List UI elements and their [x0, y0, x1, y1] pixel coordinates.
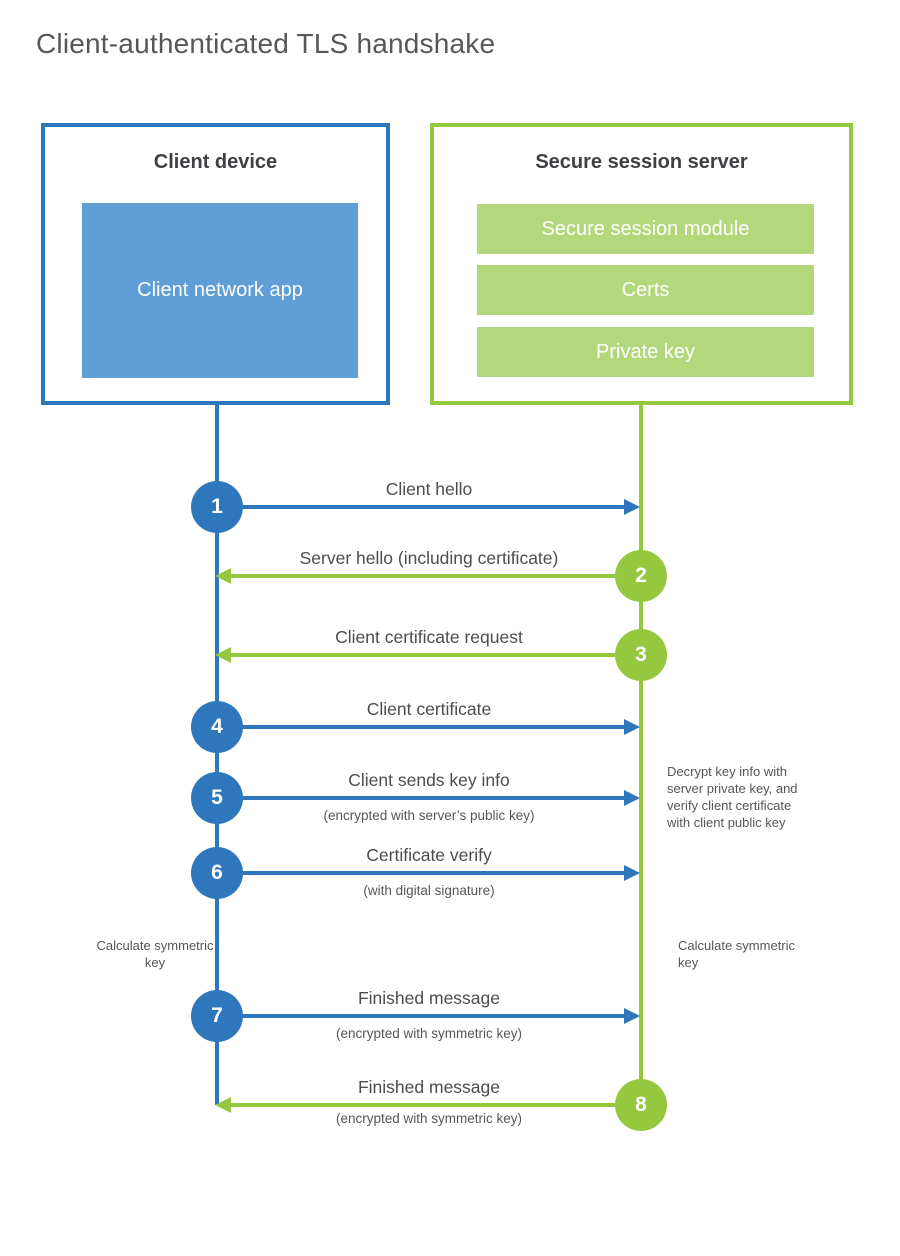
- message-label: Certificate verify: [366, 845, 492, 865]
- message-arrow-line: [231, 574, 641, 578]
- message-arrow-line: [217, 871, 624, 875]
- message-arrow-line: [217, 796, 624, 800]
- message-sublabel: (encrypted with server’s public key): [323, 808, 535, 823]
- client-calculate-key-note: Calculate symmetric key: [96, 938, 214, 970]
- message-label: Finished message: [357, 1077, 501, 1097]
- message-arrow-line: [217, 505, 624, 509]
- message-label: Client certificate request: [335, 627, 523, 647]
- server-module-bar: Secure session module: [477, 204, 814, 254]
- step-number-badge: 8: [615, 1079, 667, 1131]
- message-arrow-line: [217, 1014, 624, 1018]
- page-title: Client-authenticated TLS handshake: [36, 28, 496, 59]
- client-lifeline: [215, 405, 219, 1105]
- step-number-badge: 3: [615, 629, 667, 681]
- server-decrypt-note: Decrypt key info with server private key…: [667, 763, 847, 831]
- arrowhead-right-icon: [624, 719, 640, 735]
- arrowhead-left-icon: [215, 568, 231, 584]
- message-label: Finished message: [357, 988, 501, 1008]
- note-line: verify client certificate: [667, 798, 792, 813]
- step-number-badge: 5: [191, 772, 243, 824]
- server-certs-bar: Certs: [477, 265, 814, 315]
- client-network-app-box: Client network app: [82, 203, 358, 378]
- arrowhead-right-icon: [624, 865, 640, 881]
- server-private-key-bar: Private key: [477, 327, 814, 377]
- note-line: Decrypt key info with: [667, 764, 787, 779]
- arrowhead-left-icon: [215, 1097, 231, 1113]
- message-label: Client hello: [385, 479, 473, 499]
- secure-session-server-title: Secure session server: [535, 151, 748, 173]
- message-label: Server hello (including certificate): [299, 548, 559, 568]
- message-arrow-line: [231, 653, 641, 657]
- message-arrow-line: [231, 1103, 641, 1107]
- arrowhead-right-icon: [624, 1008, 640, 1024]
- client-device-box: Client device Client network app: [41, 123, 390, 405]
- server-lifeline: [639, 405, 643, 1105]
- message-label: Client sends key info: [348, 770, 510, 790]
- message-arrow-line: [217, 725, 624, 729]
- message-sublabel: (encrypted with symmetric key): [335, 1111, 523, 1126]
- step-number-badge: 1: [191, 481, 243, 533]
- step-number-badge: 4: [191, 701, 243, 753]
- arrowhead-left-icon: [215, 647, 231, 663]
- client-network-app-label: Client network app: [137, 279, 303, 301]
- step-number-badge: 2: [615, 550, 667, 602]
- message-sublabel: (with digital signature): [363, 883, 495, 898]
- step-number-badge: 7: [191, 990, 243, 1042]
- note-line: with client public key: [667, 815, 786, 830]
- client-device-title: Client device: [153, 151, 278, 173]
- message-label: Client certificate: [366, 699, 492, 719]
- arrowhead-right-icon: [624, 499, 640, 515]
- arrowhead-right-icon: [624, 790, 640, 806]
- note-line: server private key, and: [667, 781, 798, 796]
- step-number-badge: 6: [191, 847, 243, 899]
- secure-session-server-box: Secure session server Secure session mod…: [430, 123, 853, 405]
- message-sublabel: (encrypted with symmetric key): [335, 1026, 523, 1041]
- server-calculate-key-note: Calculate symmetric key: [678, 938, 796, 970]
